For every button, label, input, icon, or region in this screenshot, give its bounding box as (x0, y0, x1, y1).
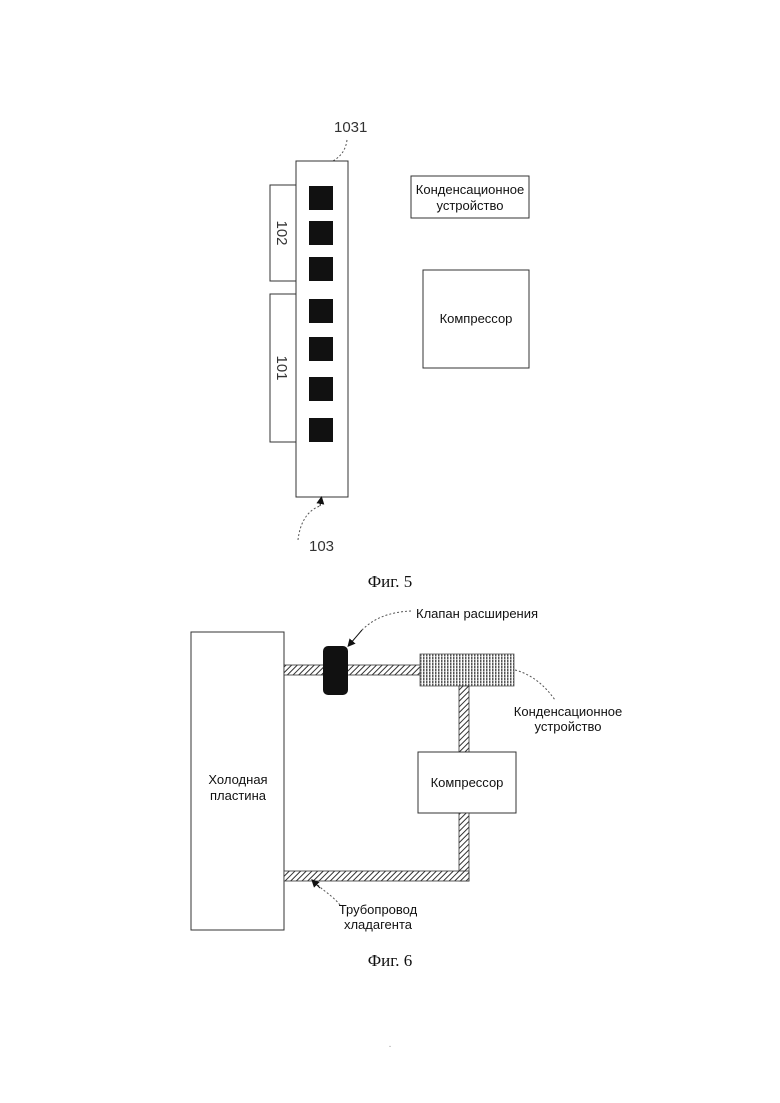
figure-5: 1031 102 101 103 Конденсационное устройс… (270, 119, 529, 591)
figure-6: Холодная пластина Компрессор Клапан расш… (191, 606, 622, 970)
leader-expansion-valve (362, 611, 411, 630)
element-1031 (309, 257, 333, 281)
label-101: 101 (273, 355, 290, 380)
leader-condenser-fig6 (515, 670, 555, 700)
leader-103 (298, 506, 320, 540)
element-1031 (309, 337, 333, 361)
compressor-label: Компрессор (440, 311, 513, 326)
condenser-label-line1: Конденсационное (416, 182, 524, 197)
arrow-pipe (314, 882, 320, 888)
expansion-valve-label: Клапан расширения (416, 606, 538, 621)
condenser-coil (420, 654, 514, 686)
element-1031 (309, 377, 333, 401)
label-102: 102 (273, 220, 290, 245)
leader-pipe (318, 885, 340, 905)
element-1031 (309, 221, 333, 245)
footer-mark: . (389, 1039, 392, 1050)
cold-plate-label-line1: Холодная (208, 772, 267, 787)
pipe-label-line2: хладагента (344, 917, 413, 932)
refrigerant-pipe-top (284, 665, 422, 675)
expansion-valve (323, 646, 348, 695)
refrigerant-pipe-right-upper (459, 686, 469, 752)
element-1031 (309, 186, 333, 210)
figure-6-caption: Фиг. 6 (368, 951, 413, 970)
pipe-label-line1: Трубопровод (339, 902, 418, 917)
label-103: 103 (309, 538, 334, 555)
label-1031: 1031 (334, 119, 367, 136)
element-1031 (309, 299, 333, 323)
condenser-label-line2: устройство (437, 198, 504, 213)
condenser-label-fig6-line1: Конденсационное (514, 704, 622, 719)
strip-103 (296, 161, 348, 497)
arrow-103 (320, 500, 321, 506)
arrow-expansion-valve (350, 630, 362, 644)
figure-5-caption: Фиг. 5 (368, 572, 413, 591)
refrigerant-pipe-bottom (284, 871, 469, 881)
compressor-label-fig6: Компрессор (431, 775, 504, 790)
condenser-label-fig6-line2: устройство (535, 719, 602, 734)
cold-plate-label-line2: пластина (210, 788, 267, 803)
element-1031 (309, 418, 333, 442)
